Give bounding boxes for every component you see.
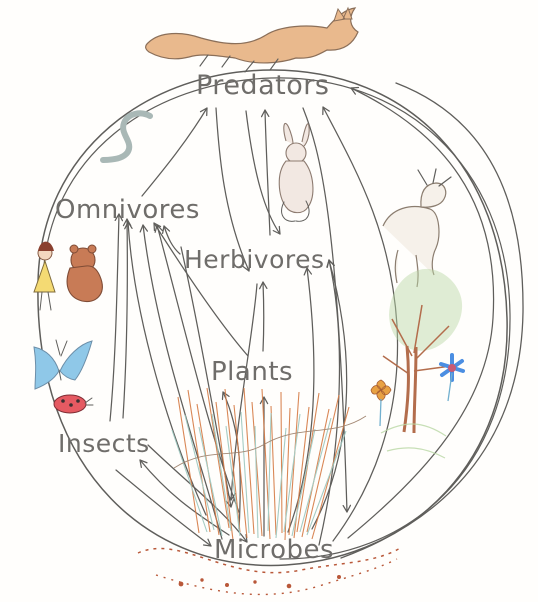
predators-label: Predators (196, 70, 329, 101)
butterfly-icon (34, 340, 92, 389)
herbivores-label: Herbivores (184, 245, 325, 274)
fox-icon (146, 8, 358, 72)
plants-label: Plants (211, 357, 293, 387)
deer-icon (383, 169, 451, 287)
rabbit-icon (279, 123, 313, 221)
omnivores-label: Omnivores (55, 195, 200, 225)
ladybug-icon (54, 395, 93, 413)
microbes-label: Microbes (214, 535, 334, 565)
girl-icon (34, 242, 55, 310)
bear-icon (67, 245, 102, 302)
tree-icon (381, 269, 462, 458)
insects-label: Insects (58, 429, 150, 458)
